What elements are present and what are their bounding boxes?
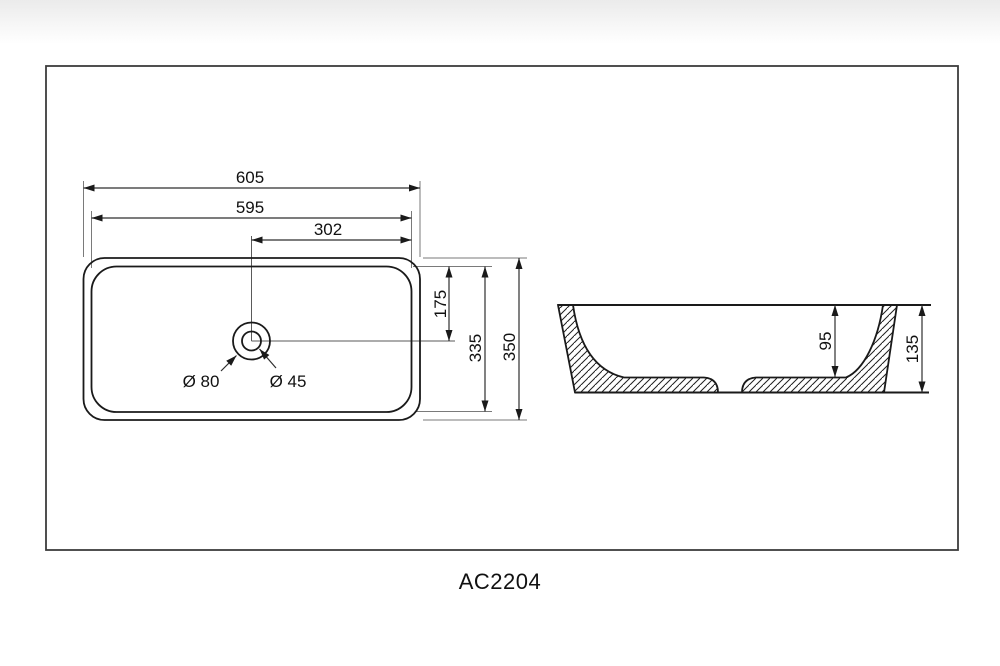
drain-outer-circle (232, 321, 271, 361)
dim-section-inner-depth: 95 (816, 305, 839, 377)
dim-depth-inner: 335 (466, 266, 489, 412)
dim-label-95: 95 (816, 332, 835, 351)
dim-label-175: 175 (431, 290, 450, 318)
dim-section-overall-height: 135 (903, 305, 926, 393)
basin-inner-outline (90, 265, 413, 413)
dim-top-to-center: 175 (431, 266, 453, 341)
dim-label-302: 302 (314, 220, 342, 239)
model-label: AC2204 (459, 569, 542, 594)
dim-label-605: 605 (236, 168, 264, 187)
section-right-wall (741, 304, 899, 394)
dim-center-to-right: 302 (251, 220, 412, 244)
dim-depth-overall: 350 (500, 258, 523, 420)
callout-drain-outer: Ø 80 (183, 355, 237, 391)
dim-width-inner: 595 (91, 198, 412, 222)
basin-outer-outline (82, 257, 421, 421)
callout-drain-inner: Ø 45 (259, 348, 307, 391)
section-left-wall (556, 304, 719, 394)
dim-label-135: 135 (903, 335, 922, 363)
drain-inner-circle (241, 330, 262, 352)
section-view: 95 135 (556, 304, 931, 394)
dim-width-overall: 605 (83, 168, 420, 192)
drawing-border (45, 65, 959, 551)
dim-label-335: 335 (466, 334, 485, 362)
dim-label-350: 350 (500, 333, 519, 361)
dim-label-d45: Ø 45 (270, 372, 307, 391)
top-gradient (0, 0, 1000, 52)
plan-view: 605 595 302 175 335 (82, 168, 527, 421)
dim-label-595: 595 (236, 198, 264, 217)
dim-label-d80: Ø 80 (183, 372, 220, 391)
